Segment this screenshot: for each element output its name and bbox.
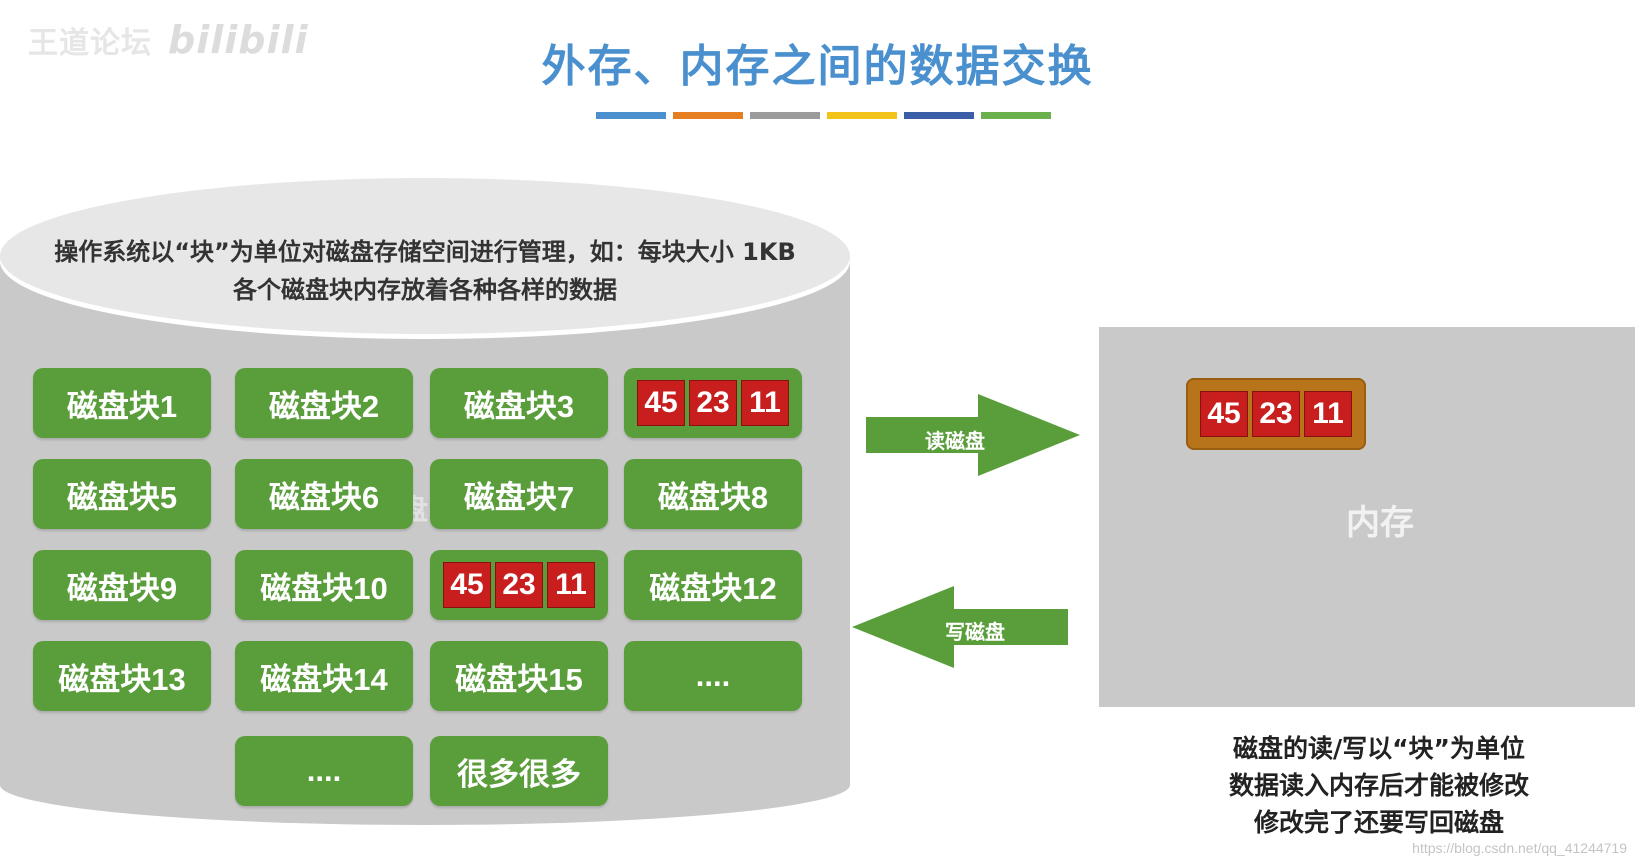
page-title: 外存、内存之间的数据交换 (541, 41, 1094, 92)
notes: 磁盘的读/写以“块”为单位 数据读入内存后才能被修改 修改完了还要写回磁盘 (1199, 730, 1559, 841)
disk-description-line1: 操作系统以“块”为单位对磁盘存储空间进行管理，如：每块大小 1KB (54, 238, 796, 266)
title-bar-segment (596, 112, 666, 119)
data-cell: 23 (689, 380, 737, 426)
note-line-3: 修改完了还要写回磁盘 (1253, 808, 1504, 837)
disk-block-13: 磁盘块13 (33, 641, 211, 711)
disk-block-1: 磁盘块1 (33, 368, 211, 438)
title-bar-segment (827, 112, 897, 119)
disk-block-8: 磁盘块8 (624, 459, 802, 529)
disk-block-6: 磁盘块6 (235, 459, 413, 529)
disk-block-more: .... (624, 641, 802, 711)
disk-block-9: 磁盘块9 (33, 550, 211, 620)
memory-label: 内存 (1346, 503, 1414, 543)
disk-block-10: 磁盘块10 (235, 550, 413, 620)
write-arrow-label: 写磁盘 (945, 620, 1005, 644)
bilibili-logo: bilibili (168, 18, 309, 62)
note-line-1: 磁盘的读/写以“块”为单位 (1233, 734, 1525, 763)
url-watermark: https://blog.csdn.net/qq_41244719 (1412, 840, 1627, 856)
data-cell: 23 (495, 562, 543, 608)
watermark-logo: 王道论坛 bilibili (28, 18, 309, 62)
disk-block-14: 磁盘块14 (235, 641, 413, 711)
disk-cylinder-top (0, 178, 850, 334)
disk-block-3: 磁盘块3 (430, 368, 608, 438)
note-line-2: 数据读入内存后才能被修改 (1228, 771, 1529, 800)
memory-data-cell: 23 (1252, 391, 1300, 437)
disk-cylinder-body (0, 255, 850, 825)
data-cell: 11 (741, 380, 789, 426)
title-bar-segment (981, 112, 1051, 119)
disk-description-line2: 各个磁盘块内存放着各种各样的数据 (233, 276, 617, 304)
title-bar-segment (904, 112, 974, 119)
disk-block-12: 磁盘块12 (624, 550, 802, 620)
read-arrow-label: 读磁盘 (925, 429, 985, 453)
disk-block-many: 很多很多 (430, 736, 608, 806)
data-cell: 45 (443, 562, 491, 608)
title-bar-segment (750, 112, 820, 119)
title-bar-segment (673, 112, 743, 119)
read-arrow (866, 394, 1080, 476)
disk-block-15: 磁盘块15 (430, 641, 608, 711)
write-arrow (852, 586, 1068, 668)
memory-data-cell: 11 (1304, 391, 1352, 437)
disk-block-7: 磁盘块7 (430, 459, 608, 529)
disk-block-11: 45 23 11 (430, 550, 608, 620)
data-cell: 11 (547, 562, 595, 608)
data-cell: 45 (637, 380, 685, 426)
disk-block-5: 磁盘块5 (33, 459, 211, 529)
disk-block-4: 45 23 11 (624, 368, 802, 438)
disk-block-ellipsis: .... (235, 736, 413, 806)
watermark-text: 王道论坛 (28, 26, 152, 61)
memory-record: 45 23 11 (1186, 378, 1366, 450)
memory-data-cell: 45 (1200, 391, 1248, 437)
disk-block-2: 磁盘块2 (235, 368, 413, 438)
